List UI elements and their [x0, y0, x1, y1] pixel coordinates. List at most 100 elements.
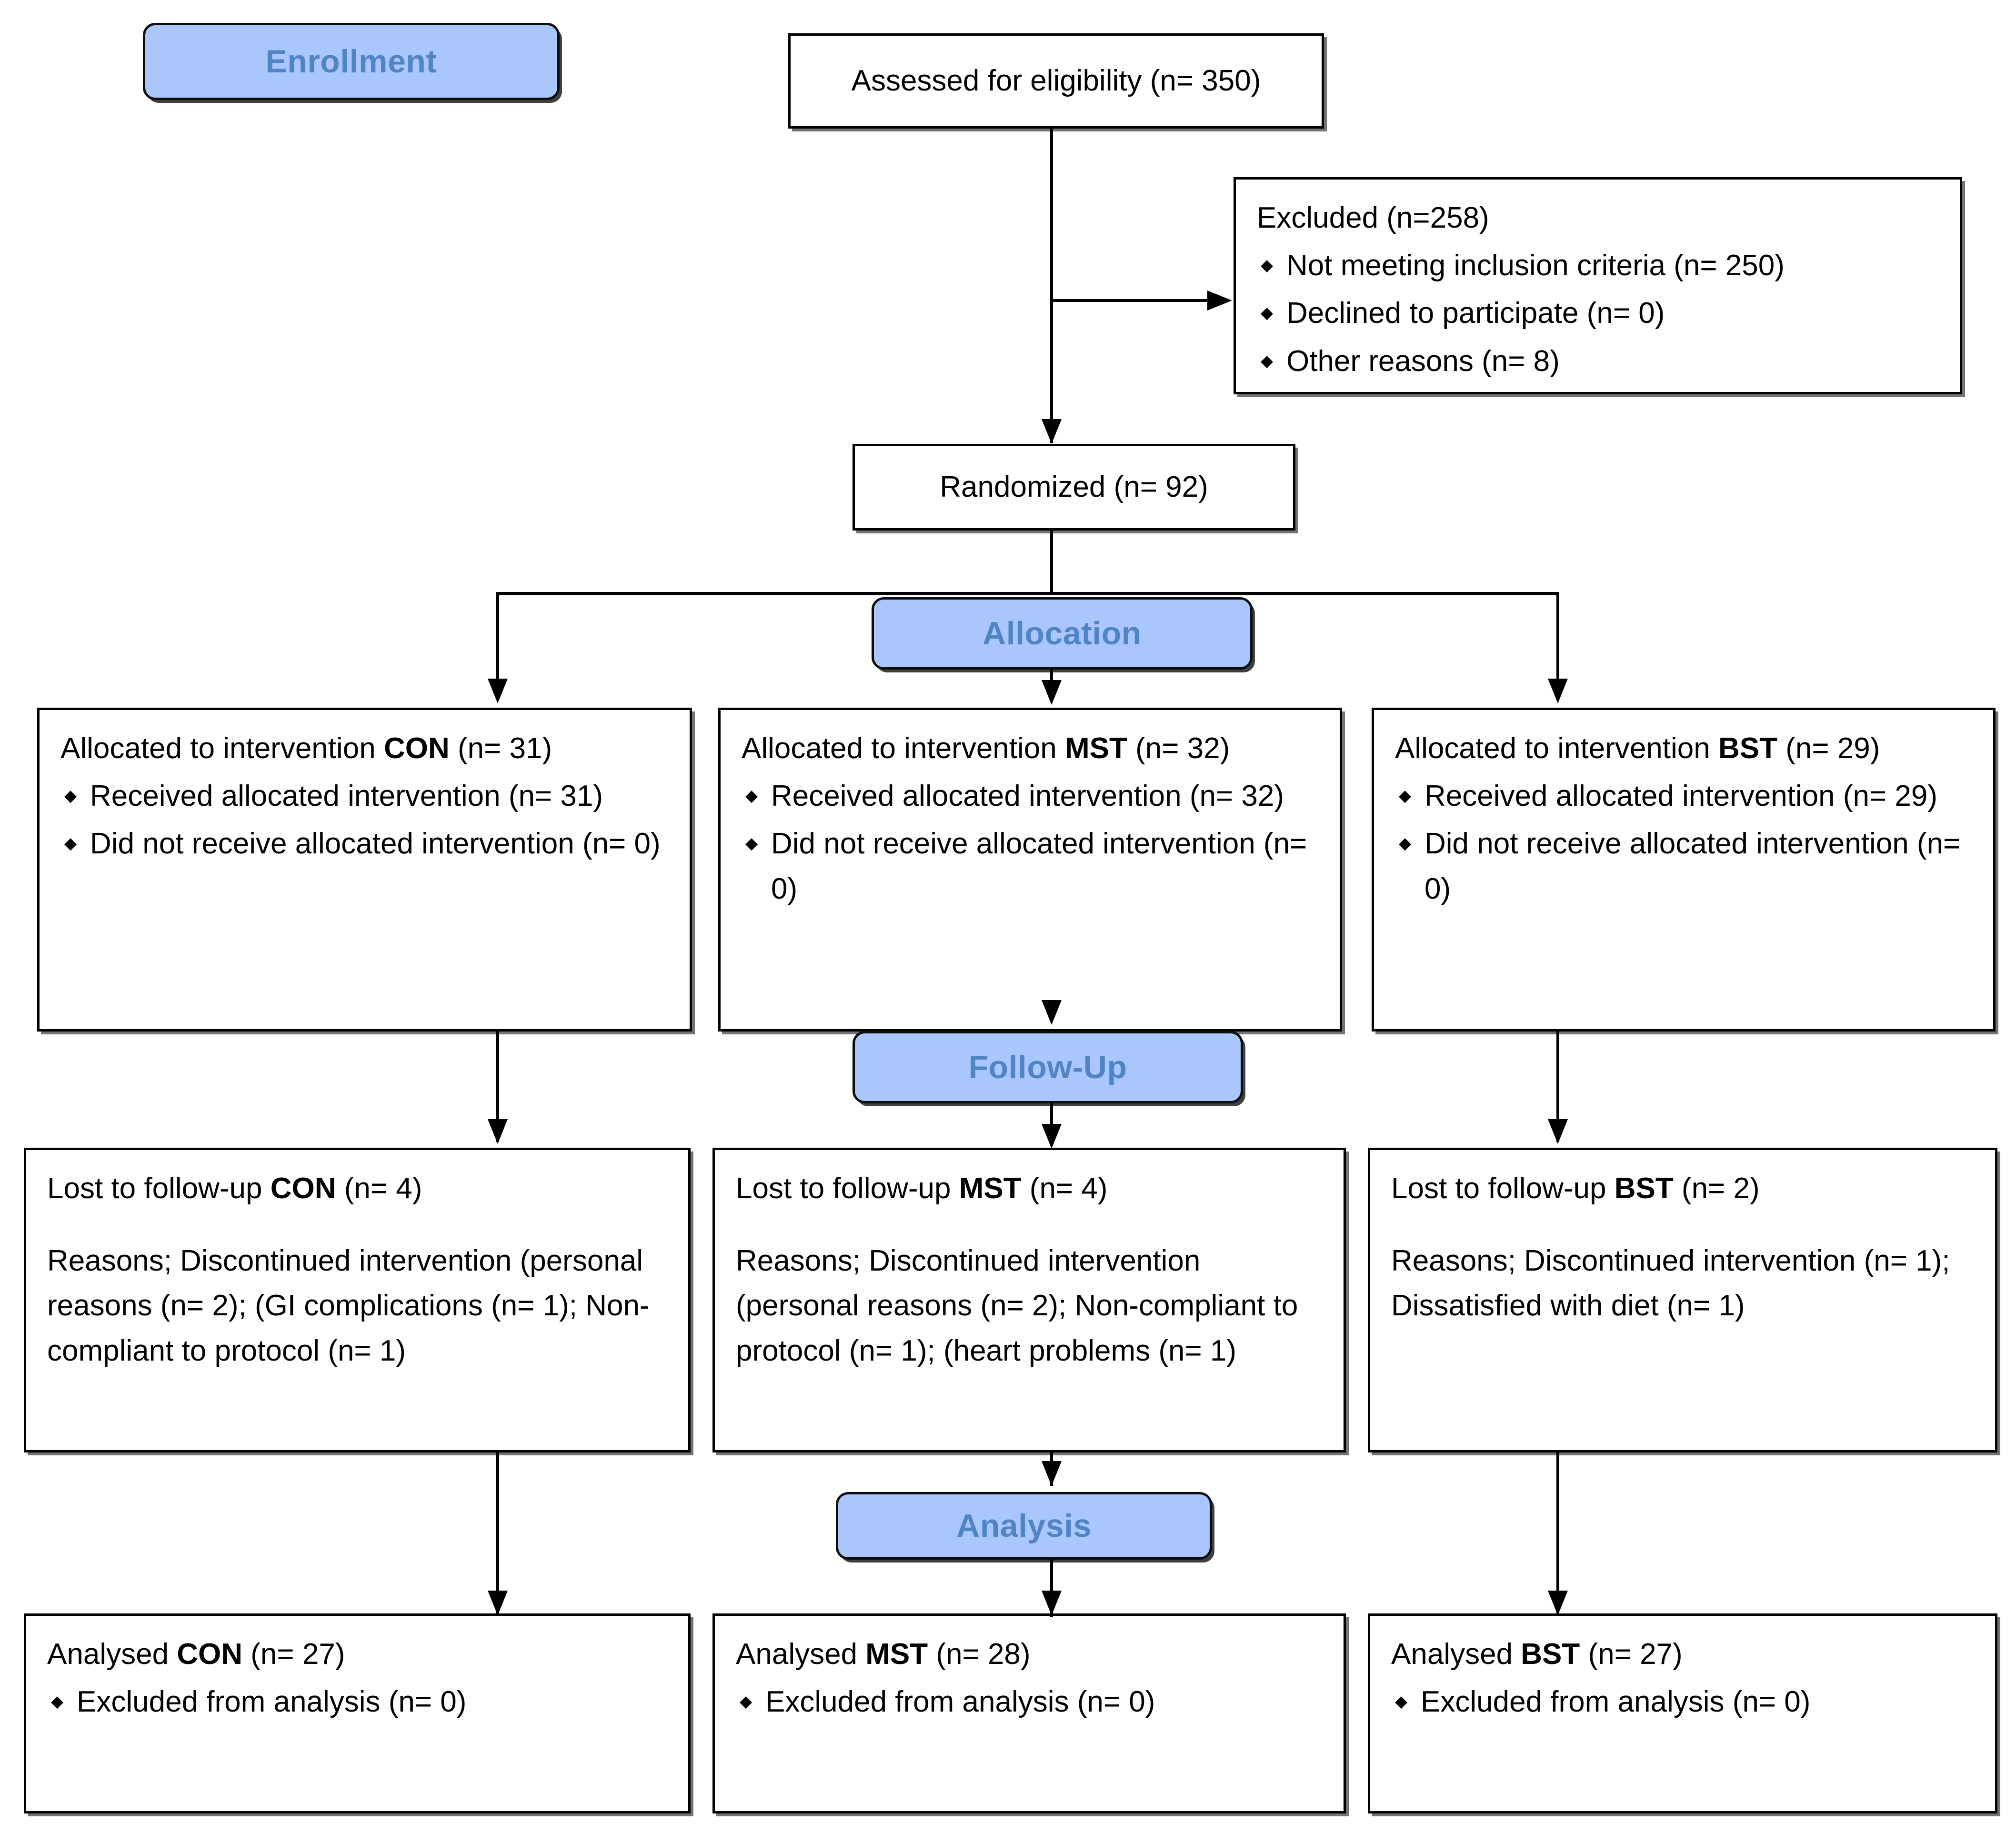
- excluded-reasons-list: Not meeting inclusion criteria (n= 250) …: [1257, 243, 1941, 384]
- connector-bst-followup-to-analysis: [1556, 1452, 1559, 1614]
- group-tag-bst: BST: [1614, 1172, 1674, 1205]
- connector-bst-analysis-arrowhead: [1548, 1591, 1568, 1615]
- allocated-mst-title: Allocated to intervention MST (n= 32): [742, 726, 1321, 771]
- lost-mst-title-pre: Lost to follow-up: [736, 1172, 959, 1205]
- lost-con-title-pre: Lost to follow-up: [47, 1172, 271, 1205]
- box-lost-followup-mst: Lost to follow-up MST (n= 4) Reasons; Di…: [712, 1148, 1346, 1452]
- group-tag-bst: BST: [1718, 732, 1777, 765]
- analysed-mst-list: Excluded from analysis (n= 0): [736, 1680, 1324, 1724]
- allocated-con-title-post: (n= 31): [449, 732, 552, 765]
- box-allocated-mst: Allocated to intervention MST (n= 32) Re…: [718, 708, 1342, 1032]
- assessed-text: Assessed for eligibility (n= 350): [851, 64, 1261, 97]
- connector-drop-con-allocation-arrowhead: [488, 679, 508, 703]
- group-tag-con: CON: [177, 1638, 243, 1671]
- analysed-bst-title: Analysed BST (n= 27): [1391, 1632, 1976, 1677]
- analysed-mst-title-pre: Analysed: [736, 1638, 866, 1671]
- connector-randomized-stem: [1050, 531, 1053, 593]
- connector-allocation-bus: [496, 592, 1559, 595]
- analysed-con-list: Excluded from analysis (n= 0): [47, 1680, 669, 1724]
- group-tag-mst: MST: [1064, 732, 1127, 765]
- excluded-title: Excluded (n=258): [1257, 201, 1489, 234]
- allocated-con-title: Allocated to intervention CON (n= 31): [60, 726, 671, 771]
- lost-bst-reasons: Reasons; Discontinued intervention (n= 1…: [1391, 1244, 1950, 1322]
- allocated-bst-list: Received allocated intervention (n= 29) …: [1395, 774, 1974, 911]
- allocated-mst-title-post: (n= 32): [1127, 732, 1230, 765]
- lost-con-reasons: Reasons; Discontinued intervention (pers…: [47, 1244, 650, 1367]
- lost-bst-title-post: (n= 2): [1673, 1172, 1760, 1205]
- allocated-bst-title-pre: Allocated to intervention: [1395, 732, 1718, 765]
- analysed-bst-list: Excluded from analysis (n= 0): [1391, 1680, 1976, 1724]
- group-tag-con: CON: [383, 732, 450, 765]
- box-allocated-con: Allocated to intervention CON (n= 31) Re…: [37, 708, 692, 1032]
- allocated-con-title-pre: Allocated to intervention: [60, 732, 384, 765]
- list-item: Excluded from analysis (n= 0): [1395, 1680, 1976, 1724]
- allocated-mst-list: Received allocated intervention (n= 32) …: [742, 774, 1321, 911]
- list-item: Did not receive allocated intervention (…: [745, 821, 1321, 911]
- connector-assessed-trunk: [1050, 129, 1053, 443]
- connector-bst-allocation-to-followup: [1556, 1032, 1559, 1142]
- lost-bst-title: Lost to follow-up BST (n= 2): [1391, 1166, 1976, 1211]
- list-item: Excluded from analysis (n= 0): [740, 1680, 1324, 1724]
- group-tag-con: CON: [270, 1172, 336, 1205]
- connector-randomized-arrowhead: [1042, 419, 1062, 444]
- stage-label-enrollment-text: Enrollment: [265, 43, 437, 80]
- connector-con-analysis-arrowhead: [488, 1591, 508, 1615]
- connector-mst-analysis-stage-arrowhead: [1042, 1461, 1062, 1486]
- allocated-con-list: Received allocated intervention (n= 31) …: [60, 774, 671, 866]
- box-lost-followup-bst: Lost to follow-up BST (n= 2) Reasons; Di…: [1368, 1148, 1997, 1452]
- analysed-bst-title-post: (n= 27): [1580, 1638, 1683, 1671]
- allocated-mst-title-pre: Allocated to intervention: [742, 732, 1065, 765]
- analysed-con-title: Analysed CON (n= 27): [47, 1632, 669, 1677]
- allocated-bst-title-post: (n= 29): [1777, 732, 1880, 765]
- list-item: Did not receive allocated intervention (…: [1399, 821, 1974, 911]
- group-tag-bst: BST: [1521, 1638, 1580, 1671]
- connector-drop-mst-allocation: [1050, 660, 1053, 684]
- connector-con-allocation-to-followup: [496, 1032, 499, 1142]
- randomized-text: Randomized (n= 92): [940, 470, 1208, 503]
- box-analysed-bst: Analysed BST (n= 27) Excluded from analy…: [1368, 1613, 1997, 1813]
- list-item: Excluded from analysis (n= 0): [51, 1680, 669, 1724]
- lost-mst-reasons: Reasons; Discontinued intervention (pers…: [736, 1244, 1298, 1367]
- lost-con-title: Lost to follow-up CON (n= 4): [47, 1166, 669, 1211]
- box-analysed-mst: Analysed MST (n= 28) Excluded from analy…: [712, 1613, 1346, 1813]
- box-assessed-for-eligibility: Assessed for eligibility (n= 350): [788, 33, 1324, 129]
- lost-mst-title: Lost to follow-up MST (n= 4): [736, 1166, 1324, 1211]
- stage-label-analysis-text: Analysis: [956, 1508, 1092, 1544]
- list-item: Other reasons (n= 8): [1261, 339, 1941, 384]
- stage-label-allocation: Allocation: [872, 597, 1253, 670]
- box-randomized: Randomized (n= 92): [853, 444, 1295, 531]
- connector-mst-analysis-box-arrowhead: [1042, 1591, 1062, 1615]
- list-item: Did not receive allocated intervention (…: [64, 821, 671, 866]
- connector-con-followup-to-analysis: [496, 1452, 499, 1614]
- stage-label-follow-up-text: Follow-Up: [968, 1049, 1127, 1085]
- connector-bst-followup-arrowhead: [1548, 1119, 1568, 1144]
- group-tag-mst: MST: [959, 1172, 1022, 1205]
- list-item: Received allocated intervention (n= 32): [745, 774, 1321, 819]
- analysed-mst-title: Analysed MST (n= 28): [736, 1632, 1324, 1677]
- connector-drop-mst-allocation-arrowhead: [1042, 680, 1062, 705]
- list-item: Not meeting inclusion criteria (n= 250): [1261, 243, 1941, 288]
- stage-label-allocation-text: Allocation: [983, 615, 1142, 651]
- lost-con-title-post: (n= 4): [336, 1172, 422, 1205]
- list-item: Declined to participate (n= 0): [1261, 291, 1941, 336]
- connector-mst-followup-box-arrowhead: [1042, 1124, 1062, 1149]
- allocated-bst-title: Allocated to intervention BST (n= 29): [1395, 726, 1974, 771]
- lost-bst-title-pre: Lost to follow-up: [1391, 1172, 1615, 1205]
- connector-excluded-horizontal: [1050, 299, 1207, 302]
- connector-analysis-stage-to-box: [1050, 1560, 1053, 1617]
- box-analysed-con: Analysed CON (n= 27) Excluded from analy…: [24, 1613, 691, 1813]
- connector-excluded-arrowhead: [1207, 290, 1232, 311]
- connector-con-followup-arrowhead: [488, 1119, 508, 1144]
- box-allocated-bst: Allocated to intervention BST (n= 29) Re…: [1372, 708, 1996, 1032]
- stage-label-enrollment: Enrollment: [143, 23, 560, 100]
- stage-label-follow-up: Follow-Up: [853, 1031, 1243, 1103]
- box-excluded: Excluded (n=258) Not meeting inclusion c…: [1234, 177, 1962, 394]
- list-item: Received allocated intervention (n= 31): [64, 774, 671, 819]
- stage-label-analysis: Analysis: [836, 1492, 1212, 1560]
- group-tag-mst: MST: [865, 1638, 928, 1671]
- analysed-con-title-pre: Analysed: [47, 1638, 177, 1671]
- analysed-con-title-post: (n= 27): [242, 1638, 345, 1671]
- connector-mst-followup-stage-arrowhead: [1042, 1000, 1062, 1025]
- connector-drop-con-allocation: [496, 592, 499, 682]
